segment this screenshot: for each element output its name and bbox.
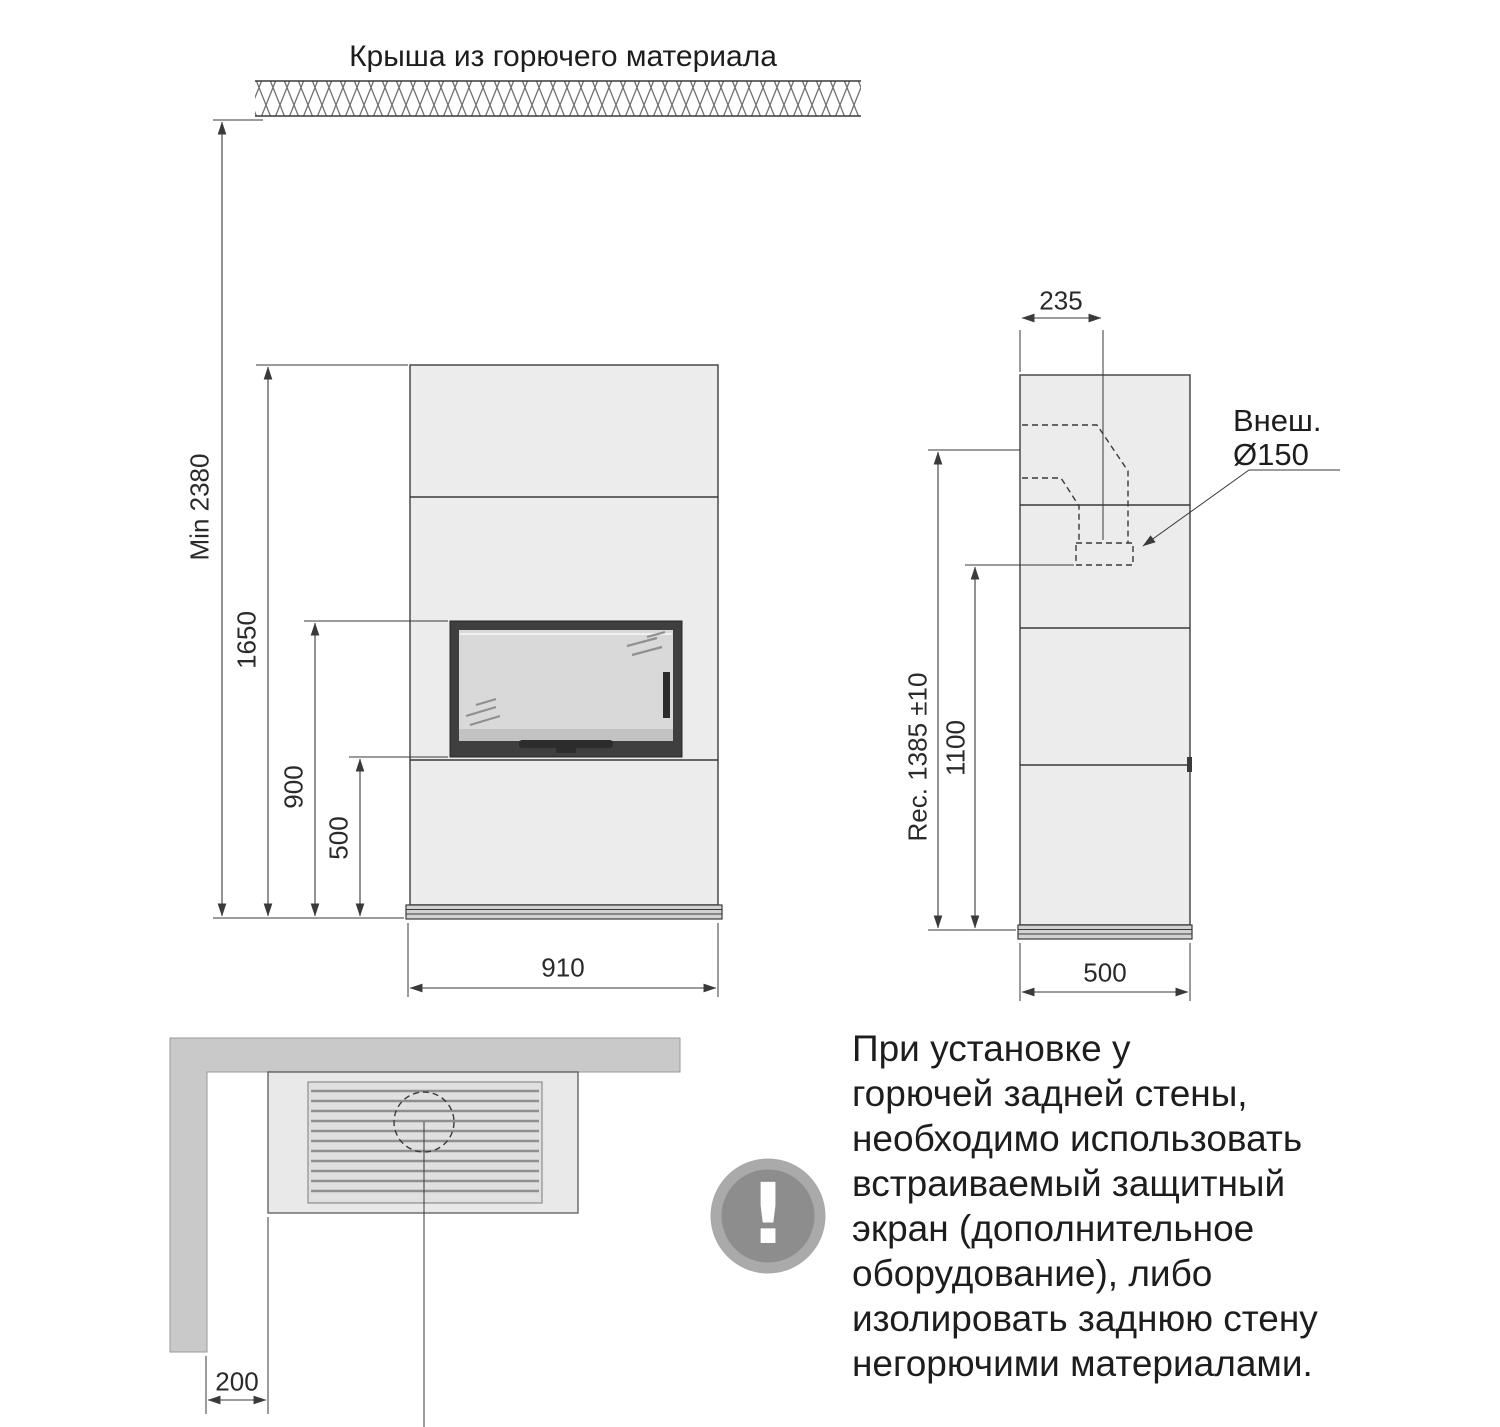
dim-label-outlet-height: 1100: [940, 720, 971, 776]
warning-text-line: встраиваемый защитный: [852, 1163, 1286, 1204]
dim-label-flue-offset: 235: [1039, 285, 1083, 316]
dim-label-rear-clearance: 200: [215, 1366, 259, 1397]
door-handle: [519, 740, 613, 748]
warning-text-line: экран (дополнительное: [852, 1208, 1255, 1249]
warning-exclamation-icon: !: [748, 1165, 788, 1263]
side-door-handle: [1187, 757, 1192, 772]
flue-duct-dashed: [1022, 424, 1134, 566]
side-body: [1019, 374, 1191, 926]
warning-text-line: оборудование), либо: [852, 1253, 1213, 1294]
flue-label-line1: Внеш.: [1233, 403, 1322, 438]
flue-label-line2: Ø150: [1233, 437, 1309, 472]
dim-label-width: 910: [541, 952, 585, 983]
warning-text-line: необходимо использовать: [852, 1118, 1303, 1159]
dim-label-glass-top: 900: [278, 765, 309, 809]
warning-text-line: При установке у: [852, 1028, 1131, 1069]
dim-label-body-height: 1650: [231, 611, 262, 669]
firebox-floor: [459, 729, 673, 741]
glass-reflections: [465, 630, 666, 727]
front-base-plinth: [405, 904, 723, 920]
side-dimension-lines: [928, 313, 1340, 1001]
warning-text-line: негорючими материалами.: [852, 1343, 1313, 1384]
flue-leader-line: [1142, 469, 1340, 547]
dim-label-rec-height: Rec. 1385 ±10: [902, 672, 933, 842]
flue-position-circle: [393, 1091, 455, 1153]
dim-label-depth: 500: [1083, 957, 1127, 988]
warning-text-line: изолировать заднюю стену: [852, 1298, 1318, 1339]
front-dimension-lines: [213, 119, 719, 997]
roof-label: Крыша из горючего материала: [349, 40, 777, 73]
side-view: [1017, 374, 1193, 940]
dim-label-total-height: Min 2380: [184, 453, 215, 561]
roof-hatch-strip: [255, 80, 861, 117]
dim-label-glass-bottom: 500: [323, 816, 354, 860]
front-view: [405, 364, 723, 920]
top-view: [169, 1037, 681, 1427]
firebox-glass: [459, 630, 673, 729]
grille-slats: [311, 1089, 539, 1193]
warning-circle-icon: [710, 1158, 826, 1274]
door-latch: [663, 672, 670, 718]
warning-text-line: горючей задней стены,: [852, 1073, 1248, 1114]
side-base-plinth: [1017, 924, 1193, 940]
wall-corner: [169, 1037, 681, 1353]
warning-text-block: При установке у горючей задней стены, не…: [852, 1026, 1318, 1386]
